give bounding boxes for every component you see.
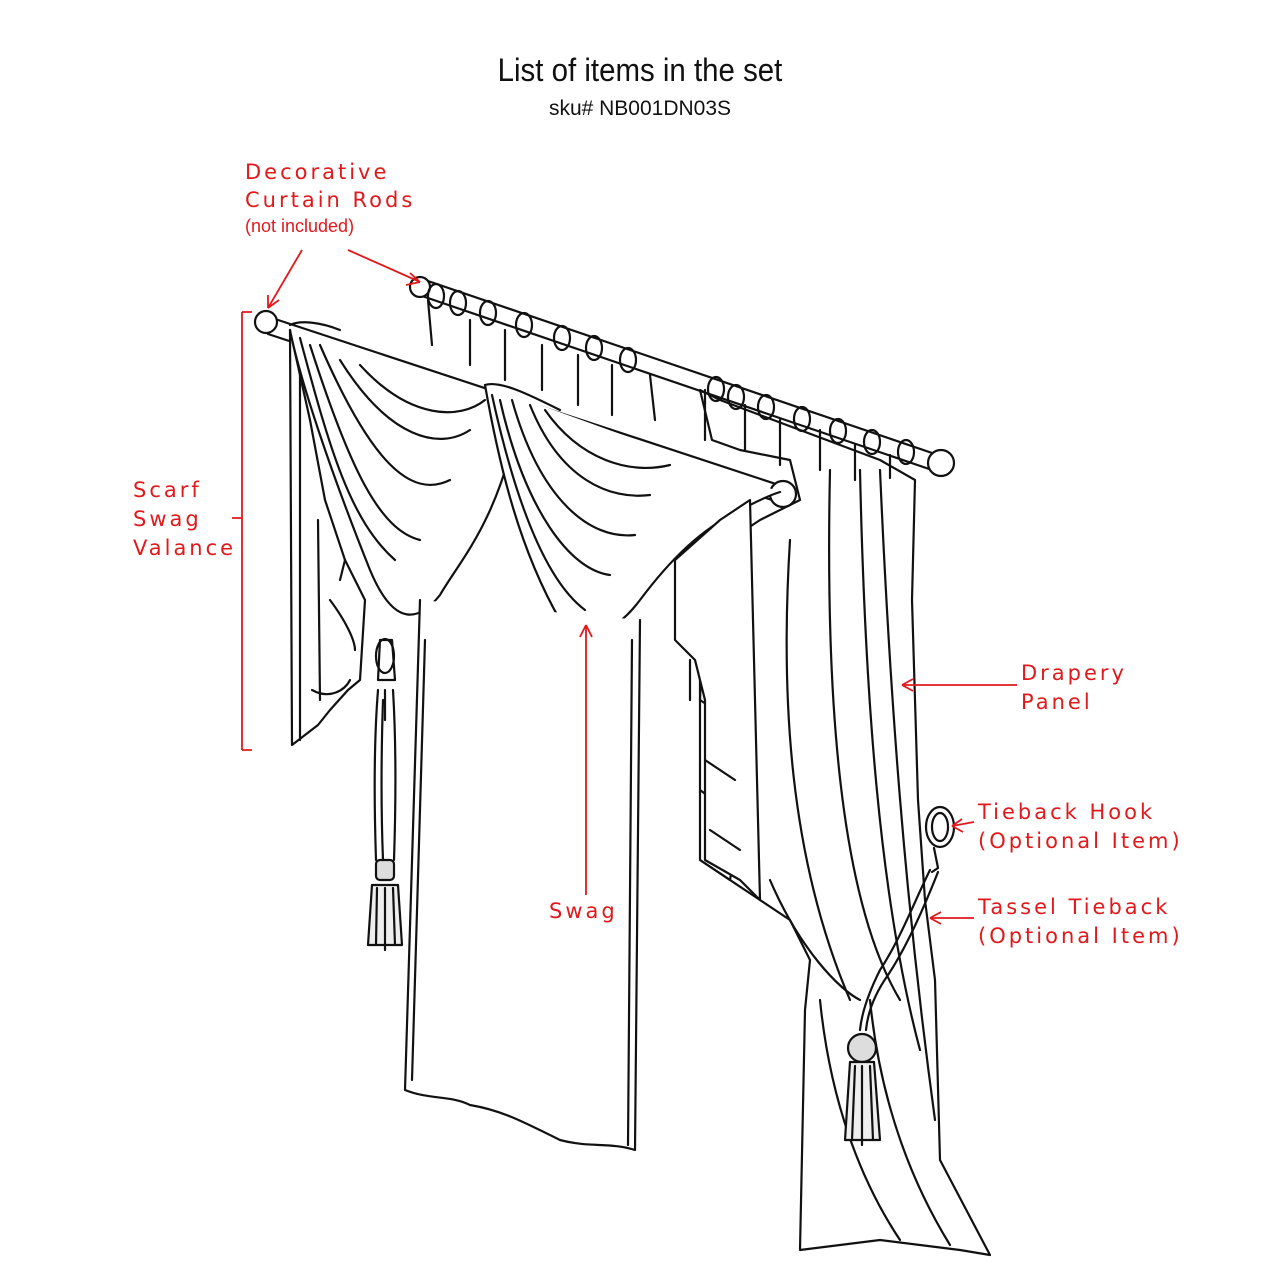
- right-tassel-tieback: [843, 868, 940, 1147]
- rods-leader-lower: [267, 249, 303, 309]
- tassel-label-line2: (Optional Item): [978, 924, 1183, 948]
- rods-label-line1: Decorative: [245, 160, 390, 184]
- leader-lines: [232, 249, 1017, 925]
- left-tieback-hook: [374, 637, 397, 722]
- back-sheer-panels: [426, 298, 892, 482]
- valance-label-line3: Valance: [133, 536, 237, 560]
- drapery-label-line1: Drapery: [1021, 661, 1127, 685]
- front-panel: [403, 598, 642, 1152]
- hook-leader: [951, 821, 975, 827]
- diagram-title: List of items in the set: [497, 52, 783, 88]
- swag-label: Swag: [549, 899, 618, 923]
- left-scarf-tail: [288, 328, 367, 747]
- back-rod: [408, 275, 956, 478]
- drapery-label-line2: Panel: [1021, 690, 1093, 714]
- rods-leader-upper: [347, 249, 421, 283]
- valance-bracket: [232, 311, 252, 751]
- rods-note: (not included): [245, 216, 355, 236]
- hook-label-line2: (Optional Item): [978, 829, 1183, 853]
- left-tassel-tieback: [366, 688, 404, 952]
- right-scarf-tail: [673, 498, 762, 902]
- valance-label-line2: Swag: [133, 507, 202, 531]
- sku-label: sku# NB001DN03S: [548, 97, 732, 120]
- rods-label-line2: Curtain Rods: [245, 188, 416, 212]
- hook-label-line1: Tieback Hook: [978, 800, 1156, 824]
- tassel-label-line1: Tassel Tieback: [978, 895, 1171, 919]
- valance-label-line1: Scarf: [133, 478, 202, 502]
- curtain-rings: [426, 282, 916, 466]
- right-tieback-hook: [924, 805, 956, 874]
